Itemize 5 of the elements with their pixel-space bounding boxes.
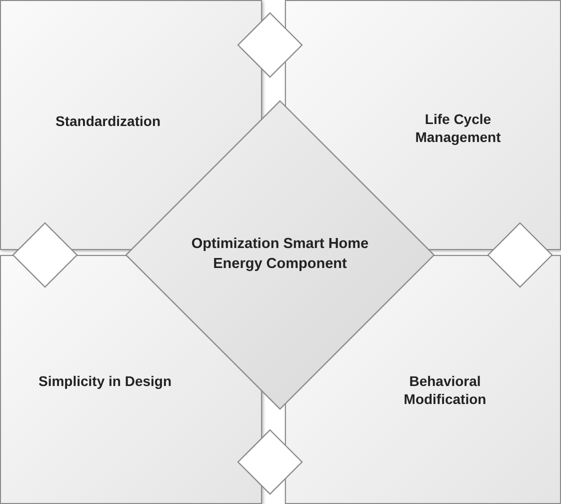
center-label: Optimization Smart Home Energy Component <box>190 235 370 274</box>
quadrant-label: Simplicity in Design <box>37 372 173 390</box>
quadrant-label: Life Cycle Management <box>414 110 502 146</box>
quadrant-label: Behavioral Modification <box>402 372 488 408</box>
quadrant-label: Standardization <box>54 112 162 130</box>
